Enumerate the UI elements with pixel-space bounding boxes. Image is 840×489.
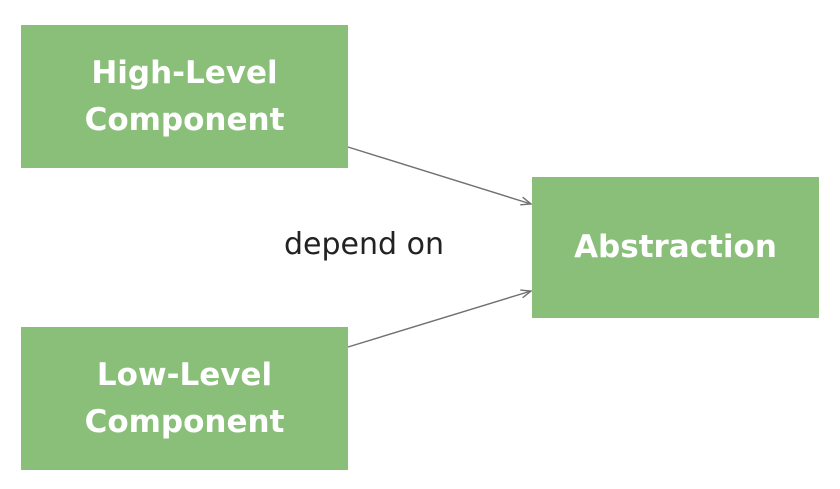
high-level-component-node: High-Level Component <box>21 25 348 168</box>
arrow-high-to-abstraction <box>347 146 531 204</box>
arrow-low-to-abstraction <box>347 291 531 348</box>
abstraction-label: Abstraction <box>574 229 777 265</box>
low-level-line1: Low-Level <box>96 356 273 393</box>
low-level-component-node: Low-Level Component <box>21 327 348 470</box>
low-level-line2: Component <box>84 403 285 440</box>
high-level-line1: High-Level <box>91 54 278 91</box>
depend-on-label: depend on <box>284 227 444 262</box>
abstraction-node: Abstraction <box>532 177 819 318</box>
high-level-line2: Component <box>84 101 285 138</box>
